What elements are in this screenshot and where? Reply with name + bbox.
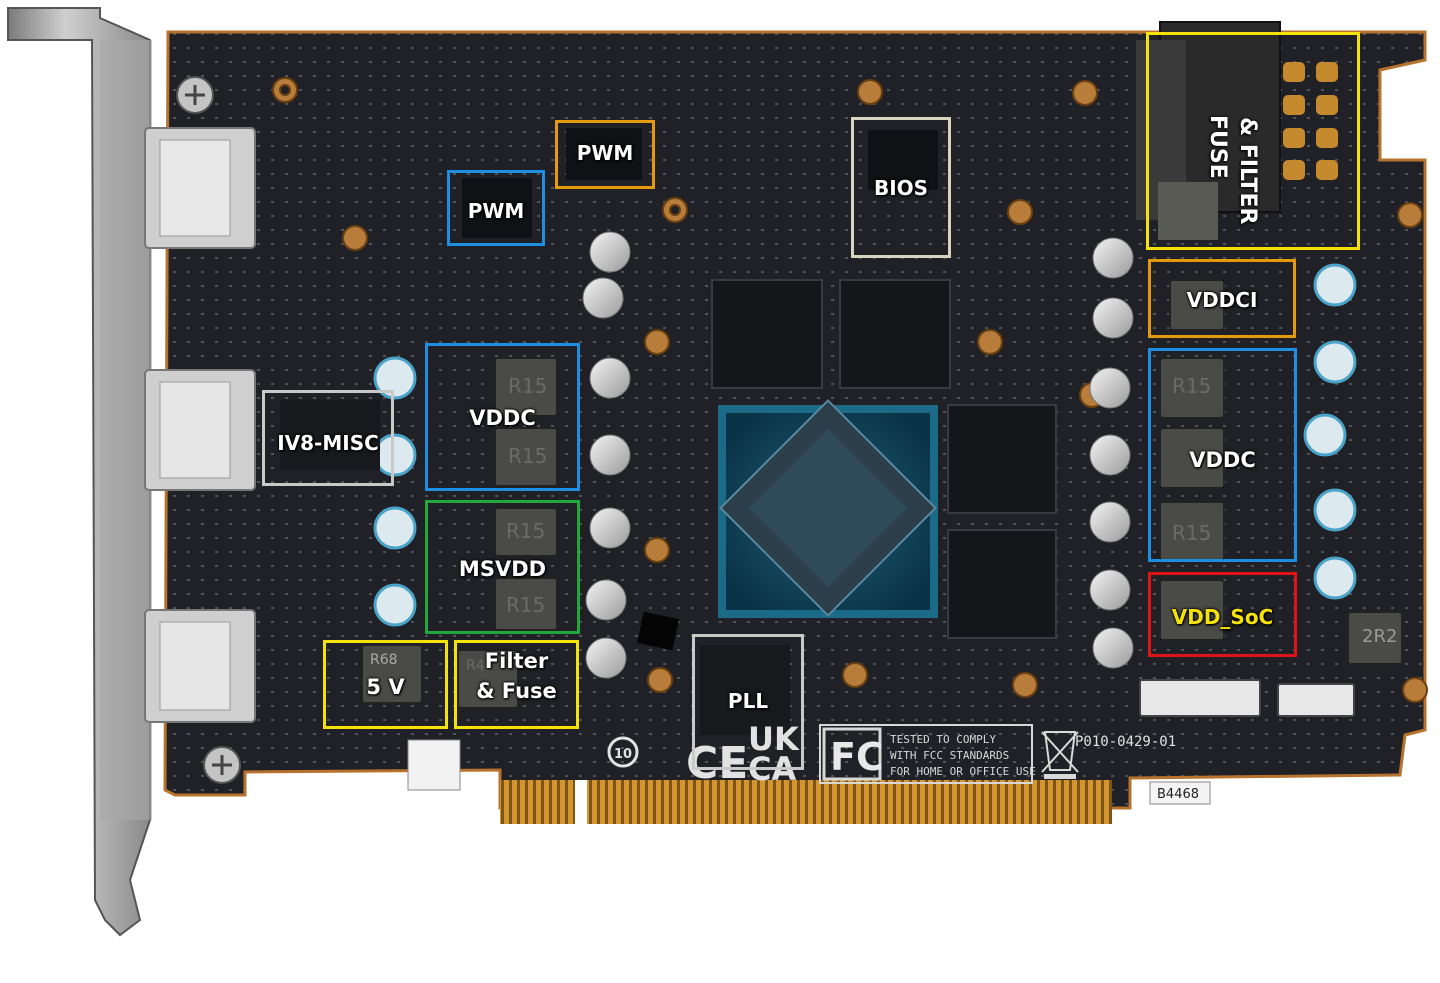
zone-pwm-left: PWM — [447, 170, 545, 246]
zone-vddc-right: VDDC — [1148, 348, 1297, 562]
svg-text:UK: UK — [748, 720, 800, 758]
zone-pll: PLL — [692, 634, 804, 770]
qr-sticker — [407, 739, 461, 791]
capacitors — [373, 231, 1357, 679]
svg-text:CE: CE — [686, 738, 748, 789]
fan-headers — [1139, 679, 1355, 717]
svg-text:R15: R15 — [506, 519, 545, 543]
zone-vddci-label: VDDCI — [1186, 288, 1258, 312]
compliance-marks: 10 CE UK CA P010-0429-01 — [607, 720, 1176, 789]
zone-vdd-soc-label: VDD_SoC — [1171, 605, 1274, 629]
svg-text:R47: R47 — [466, 658, 494, 674]
svg-text:R68: R68 — [370, 652, 398, 668]
zone-pll-label: PLL — [727, 689, 769, 713]
zone-vddc-left-label: VDDC — [469, 406, 536, 430]
fcc-label-block: FC TESTED TO COMPLY WITH FCC STANDARDS F… — [819, 724, 1036, 784]
zone-pwm-left-label: PWM — [467, 199, 525, 223]
zone-filter-fuse: Filter & Fuse — [454, 640, 579, 729]
svg-text:R15: R15 — [1172, 374, 1211, 398]
memory-chips — [711, 279, 1057, 639]
svg-text:R15: R15 — [1172, 521, 1211, 545]
svg-text:P010-0429-01: P010-0429-01 — [1075, 734, 1176, 750]
controller-chips — [280, 128, 938, 735]
svg-text:B4468: B4468 — [1157, 787, 1199, 802]
svg-text:10: 10 — [614, 747, 632, 762]
zone-fuse-filter: & FILTER FUSE — [1146, 32, 1360, 250]
svg-text:FOR HOME OR OFFICE USE: FOR HOME OR OFFICE USE — [890, 765, 1036, 778]
zone-filter-fuse-label-1: Filter — [484, 649, 549, 673]
zone-vddc-left: VDDC — [425, 343, 580, 491]
svg-text:2R2: 2R2 — [1362, 626, 1397, 647]
display-connectors — [144, 127, 256, 723]
bracket-screws — [176, 76, 241, 784]
zone-iv8-misc-label: IV8-MISC — [277, 431, 379, 455]
zone-5v: 5 V — [323, 640, 448, 729]
zone-vddc-right-label: VDDC — [1189, 448, 1256, 472]
inductors — [361, 279, 1403, 709]
inductor-markings: R15 R15 R15 R15 R15 R15 R47 R68 2R2 — [370, 374, 1397, 674]
gpu-package — [718, 399, 938, 618]
zone-msvdd-label: MSVDD — [458, 557, 547, 581]
zone-vddci: VDDCI — [1148, 259, 1296, 338]
zone-5v-label: 5 V — [366, 675, 405, 699]
zone-fuse-filter-label-2: & FILTER — [1235, 117, 1260, 225]
io-bracket — [7, 7, 152, 937]
zone-bios-label: BIOS — [873, 176, 929, 200]
svg-text:TESTED TO COMPLY: TESTED TO COMPLY — [890, 733, 996, 746]
svg-text:R15: R15 — [506, 593, 545, 617]
zone-vdd-soc: VDD_SoC — [1148, 572, 1297, 657]
lot-sticker: B4468 — [1149, 781, 1211, 805]
zone-bios: BIOS — [851, 117, 951, 258]
pcie-gold-fingers — [500, 780, 1112, 824]
zone-filter-fuse-label-2: & Fuse — [476, 679, 557, 703]
svg-text:WITH FCC STANDARDS: WITH FCC STANDARDS — [890, 749, 1009, 762]
thermal-pad — [637, 611, 679, 651]
svg-text:R15: R15 — [508, 444, 547, 468]
power-connector — [1136, 21, 1338, 240]
zone-msvdd: MSVDD — [425, 500, 580, 634]
zone-fuse-filter-label-1: FUSE — [1205, 115, 1230, 179]
zone-iv8-misc: IV8-MISC — [262, 390, 394, 486]
svg-text:FC: FC — [830, 735, 884, 779]
svg-text:R15: R15 — [508, 374, 547, 398]
zone-pwm-top: PWM — [555, 120, 655, 189]
zone-pwm-top-label: PWM — [576, 141, 634, 165]
